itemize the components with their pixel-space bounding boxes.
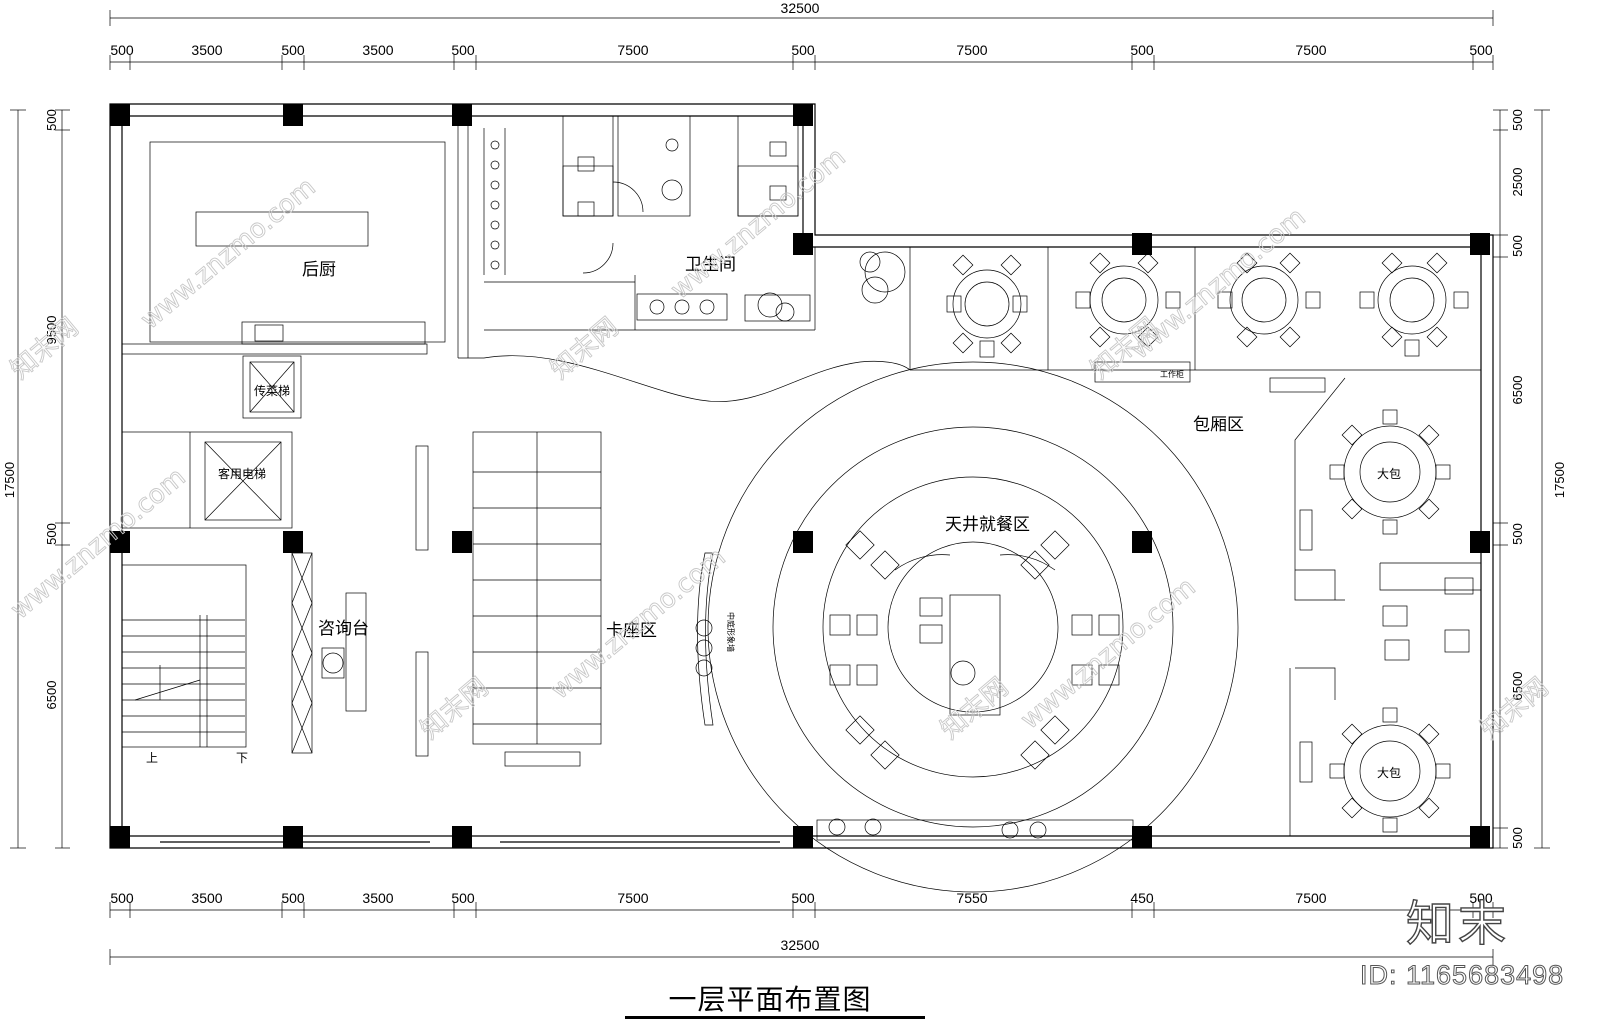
private-room-walls <box>909 247 1481 393</box>
right-dim-2: 2500 <box>1510 168 1525 197</box>
top-dimensions <box>109 10 1494 70</box>
large-round-table-1 <box>1329 409 1451 535</box>
bottom-dim-4: 3500 <box>362 890 393 906</box>
large-private-room-walls <box>1289 377 1481 836</box>
feature-wall-label: 中庭形象墙 <box>726 612 736 652</box>
bottom-dim-3: 500 <box>281 890 305 906</box>
stair-down-label: 下 <box>236 751 248 765</box>
bottom-dim-11: 500 <box>1469 890 1493 906</box>
atrium-seats <box>829 530 1120 770</box>
title-underline <box>625 1016 925 1019</box>
large-round-table-2 <box>1329 707 1451 833</box>
drawing-id: ID: 1165683498 <box>1359 960 1565 991</box>
curved-partition <box>483 355 911 402</box>
top-dim-6: 7500 <box>617 42 648 58</box>
guest-elevator <box>121 431 293 529</box>
watermark-site-5: www.znzmo.com <box>1015 572 1201 735</box>
watermark-site-6: www.znzmo.com <box>5 462 191 625</box>
left-dimensions <box>10 109 70 849</box>
bottom-dim-2: 3500 <box>191 890 222 906</box>
bottom-dim-1: 500 <box>110 890 134 906</box>
top-dim-1: 500 <box>110 42 134 58</box>
top-dim-3: 500 <box>281 42 305 58</box>
top-dim-4: 3500 <box>362 42 393 58</box>
watermark-site-2: www.znzmo.com <box>665 142 851 305</box>
top-dim-2: 3500 <box>191 42 222 58</box>
reception-desk <box>321 592 367 712</box>
left-dim-2: 9500 <box>44 316 59 345</box>
drawing-title: 一层平面布置图 <box>668 983 872 1016</box>
bottom-dim-7: 500 <box>791 890 815 906</box>
top-dim-5: 500 <box>451 42 475 58</box>
watermark-site-1: www.znzmo.com <box>135 172 321 335</box>
round-table-2 <box>1075 252 1181 348</box>
bottom-total-dimension: 32500 <box>781 937 820 953</box>
feature-wall-plants <box>695 619 1047 839</box>
kitchen-label: 后厨 <box>302 260 336 280</box>
guest-elevator-label: 客用电梯 <box>218 466 266 481</box>
dumbwaiter-label: 传菜梯 <box>254 383 290 398</box>
brand-logo: 知末 <box>1405 895 1511 952</box>
stairs <box>121 552 313 754</box>
round-table-3 <box>1217 252 1321 348</box>
bottom-dim-8: 7550 <box>956 890 987 906</box>
right-dimensions <box>1493 109 1550 849</box>
top-total-dimension: 32500 <box>781 0 820 16</box>
round-table-1 <box>946 254 1028 358</box>
left-total-dimension: 17500 <box>2 462 17 498</box>
right-dim-3: 500 <box>1510 235 1525 257</box>
bottom-dim-6: 7500 <box>617 890 648 906</box>
restroom-area <box>483 115 816 331</box>
atrium-dining-label: 天井就餐区 <box>945 515 1030 535</box>
right-dim-5: 500 <box>1510 523 1525 545</box>
bottom-dim-5: 500 <box>451 890 475 906</box>
stair-up-label: 上 <box>146 751 158 765</box>
left-dim-3: 500 <box>44 523 59 545</box>
work-cabinet-label: 工作柜 <box>1160 369 1184 379</box>
restroom-label: 卫生间 <box>685 255 736 275</box>
watermark-brand-5: 知末网 <box>935 672 1014 745</box>
right-dim-4: 6500 <box>1510 376 1525 405</box>
top-dim-9: 500 <box>1130 42 1154 58</box>
left-dim-4: 6500 <box>44 681 59 710</box>
planter-decor <box>744 251 906 322</box>
left-dim-1: 500 <box>44 109 59 131</box>
right-dim-6: 6500 <box>1510 672 1525 701</box>
atrium <box>697 361 1239 893</box>
kitchen-area <box>121 116 484 359</box>
private-rooms-label: 包厢区 <box>1193 415 1244 435</box>
top-dim-11: 500 <box>1469 42 1493 58</box>
right-dim-7: 500 <box>1510 827 1525 849</box>
booth-area-label: 卡座区 <box>606 621 657 641</box>
bottom-dimensions <box>109 902 1494 965</box>
reception-label: 咨询台 <box>318 619 369 639</box>
large-room-label-1: 大包 <box>1377 467 1401 481</box>
bottom-dim-9: 450 <box>1130 890 1154 906</box>
top-dim-10: 7500 <box>1295 42 1326 58</box>
booth-area <box>415 431 602 767</box>
top-dim-8: 7500 <box>956 42 987 58</box>
watermark-site-4: www.znzmo.com <box>545 542 731 705</box>
right-total-dimension: 17500 <box>1552 462 1567 498</box>
top-dim-7: 500 <box>791 42 815 58</box>
restroom-urinals <box>490 140 500 270</box>
bottom-dim-10: 7500 <box>1295 890 1326 906</box>
watermark-brand-2: 知末网 <box>545 312 624 385</box>
right-dim-1: 500 <box>1510 109 1525 131</box>
watermark-brand-4: 知末网 <box>415 672 494 745</box>
dumbwaiter <box>242 355 302 419</box>
site-watermarks: www.znzmo.com www.znzmo.com www.znzmo.co… <box>5 142 1555 746</box>
round-table-4 <box>1359 252 1469 357</box>
large-room-label-2: 大包 <box>1377 766 1401 780</box>
